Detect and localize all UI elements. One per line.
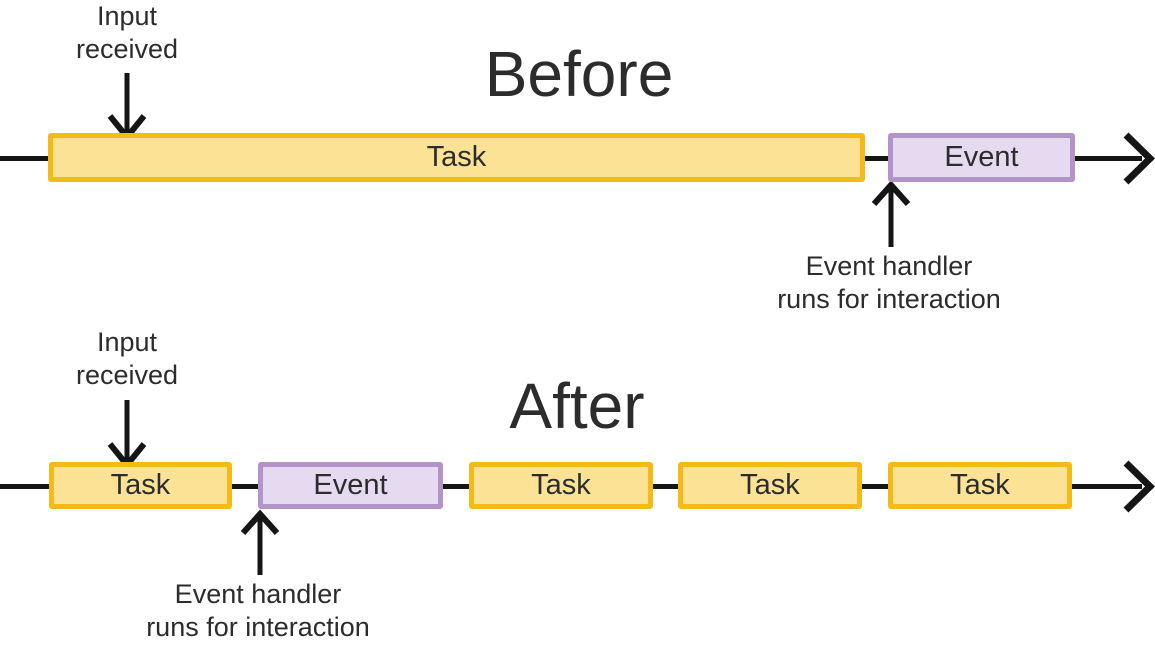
before-task-label: Task (426, 141, 487, 173)
after-event-label: Event (313, 469, 388, 501)
before-handler-label: Event handler runs for interaction (777, 251, 1001, 314)
after-task-label-1: Task (110, 469, 171, 501)
after-task-bar-2: Task (469, 462, 653, 509)
after-event-bar: Event (258, 462, 443, 509)
after-task-bar-3: Task (678, 462, 862, 509)
after-handler-arrow-up-icon (240, 509, 280, 536)
before-right-arrow-icon (1123, 132, 1155, 185)
before-handler-arrow-up-icon (871, 180, 911, 207)
after-input-label: Input received (75, 327, 179, 390)
after-right-arrow-icon (1123, 460, 1155, 513)
before-task-bar: Task (48, 133, 865, 182)
after-task-bar-4: Task (888, 462, 1072, 509)
before-event-label: Event (944, 141, 1019, 173)
after-task-label-2: Task (531, 469, 591, 501)
after-handler-label: Event handler runs for interaction (146, 579, 370, 642)
after-task-label-4: Task (950, 469, 1010, 501)
after-task-bar-1: Task (49, 462, 232, 509)
before-input-label: Input received (75, 1, 179, 64)
before-title: Before (484, 38, 674, 110)
before-event-bar: Event (888, 133, 1075, 182)
after-task-label-3: Task (740, 469, 800, 501)
after-title: After (509, 370, 645, 442)
